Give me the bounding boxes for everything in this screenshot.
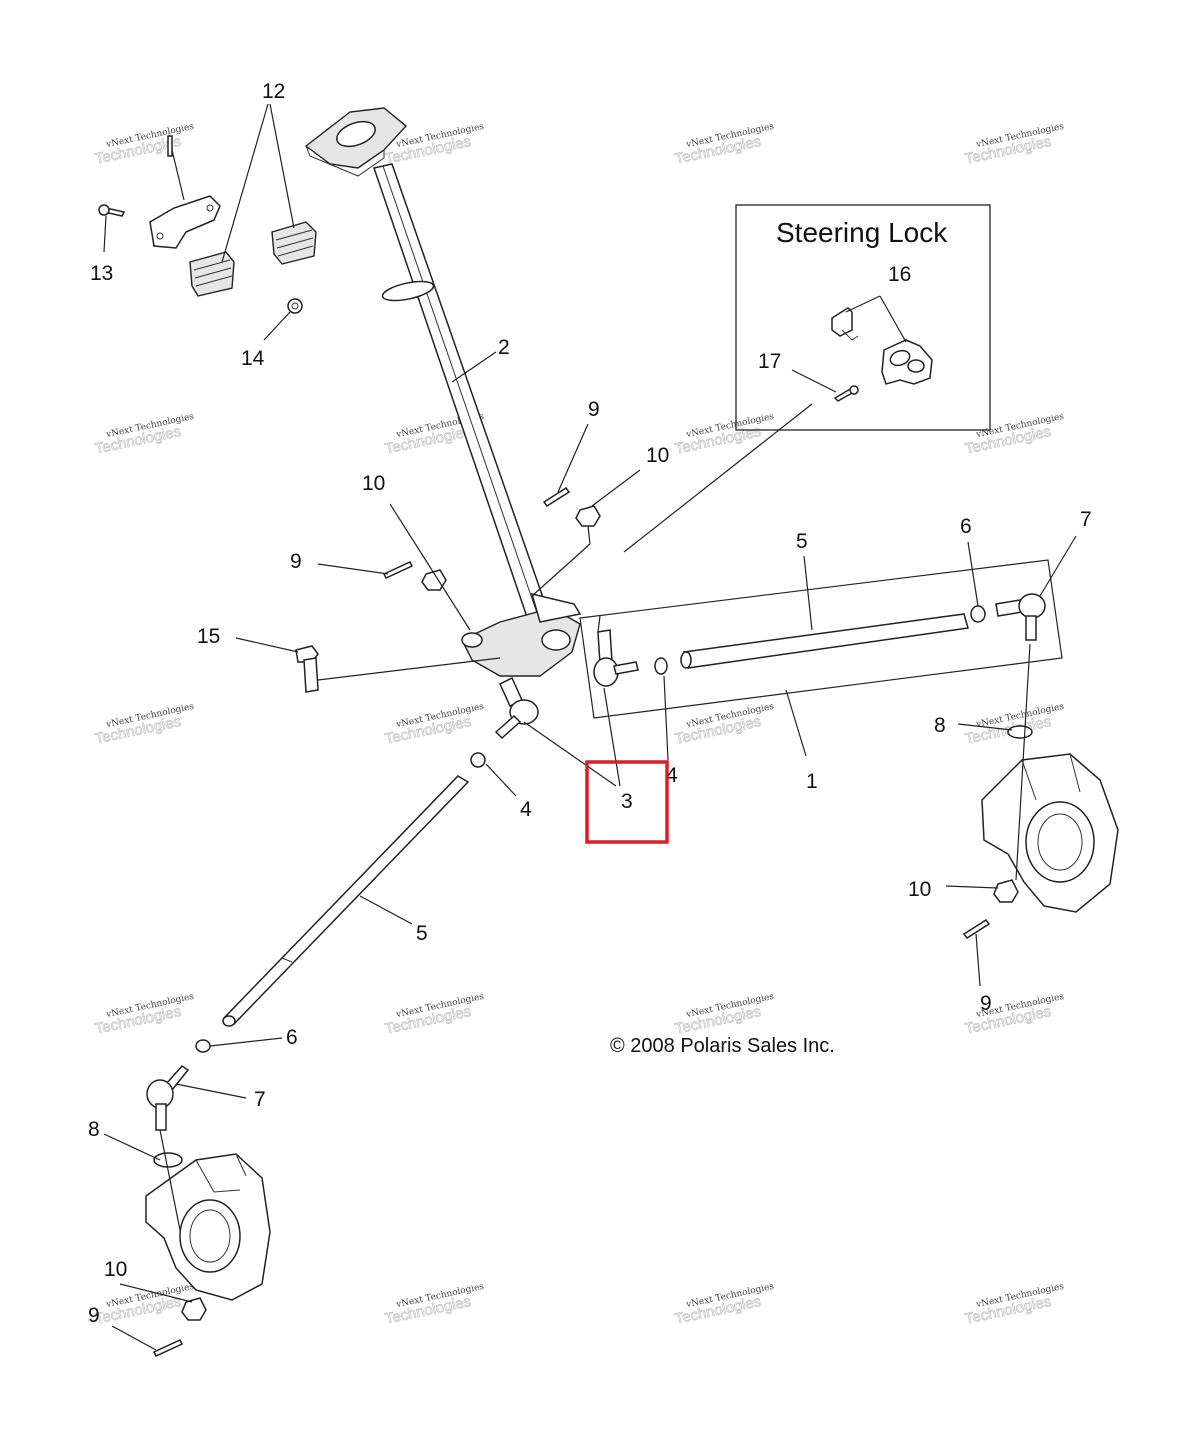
cotter-pin-lower-left xyxy=(152,1339,184,1357)
center-hardware xyxy=(295,486,601,693)
callout-5-main: 5 xyxy=(416,922,428,945)
tie-rod-assembly-inset xyxy=(579,559,1063,719)
callout-6-inset: 6 xyxy=(960,515,972,538)
tie-rod-end-inner-inset xyxy=(593,629,639,687)
nut-14 xyxy=(287,298,303,314)
steering-lock-inset: Steering Lock xyxy=(735,204,991,431)
callout-6-lower: 6 xyxy=(286,1026,298,1049)
callout-8-right: 8 xyxy=(934,714,946,737)
cotter-pin-right xyxy=(962,918,991,940)
callout-10-left: 10 xyxy=(362,472,385,495)
callout-5-inset: 5 xyxy=(796,530,808,553)
bushing-right xyxy=(271,221,317,265)
jam-nut-inset xyxy=(654,657,668,675)
callout-3: 3 xyxy=(621,790,633,813)
callout-2: 2 xyxy=(498,336,510,359)
callout-15: 15 xyxy=(197,625,220,648)
steering-lock-title: Steering Lock xyxy=(776,217,948,248)
copyright-text: © 2008 Polaris Sales Inc. xyxy=(610,1035,835,1057)
callout-4-inset: 4 xyxy=(666,764,678,787)
highlight-box[interactable] xyxy=(585,760,669,844)
callout-4-main: 4 xyxy=(520,798,532,821)
highlighted-callout[interactable]: 3 xyxy=(585,760,669,844)
steering-knuckle-left xyxy=(145,1152,271,1357)
castle-nut-left xyxy=(421,569,447,591)
callout-10-right: 10 xyxy=(908,878,931,901)
callout-10-lower: 10 xyxy=(104,1258,127,1281)
cotter-pin-left xyxy=(382,561,414,579)
callout-13: 13 xyxy=(90,262,113,285)
callout-7-lower: 7 xyxy=(254,1088,266,1111)
tie-rod-inset xyxy=(683,613,969,669)
tie-rod-main xyxy=(222,775,470,1027)
callout-labels: 12 13 14 2 16 17 9 10 10 9 15 5 6 7 8 4 … xyxy=(88,80,1092,1327)
jam-nut-main xyxy=(470,752,486,768)
bracket xyxy=(149,195,221,249)
callout-12: 12 xyxy=(262,80,285,103)
washer-left xyxy=(153,1152,183,1168)
callout-9-left: 9 xyxy=(290,550,302,573)
castle-nut-right xyxy=(993,879,1019,903)
jam-nut-lower xyxy=(195,1039,211,1053)
callout-10-upper: 10 xyxy=(646,444,669,467)
tie-rod-end-lower xyxy=(146,1065,190,1131)
tie-rod-end-inner xyxy=(494,676,539,740)
callout-9-upper: 9 xyxy=(588,398,600,421)
leader-lines xyxy=(103,103,1077,1351)
washer-right xyxy=(1007,725,1033,739)
upper-left-hardware xyxy=(98,135,317,314)
tie-rod-end-outer xyxy=(995,593,1046,641)
castle-nut-upper xyxy=(575,505,601,527)
callout-14: 14 xyxy=(241,347,265,370)
callout-17: 17 xyxy=(758,350,781,373)
cotter-pin-upper xyxy=(542,486,571,508)
callout-9-lower: 9 xyxy=(88,1304,100,1327)
bushing-left xyxy=(189,251,235,297)
callout-16: 16 xyxy=(888,263,911,286)
castle-nut-lower-left xyxy=(181,1297,207,1321)
callout-7-right: 7 xyxy=(1080,508,1092,531)
callout-9-right: 9 xyxy=(980,992,992,1015)
steering-column-assembly xyxy=(304,107,582,677)
callout-8-lower: 8 xyxy=(88,1118,100,1141)
callout-1: 1 xyxy=(806,770,818,793)
steering-knuckle-right xyxy=(962,725,1119,940)
lock-key xyxy=(831,307,853,337)
jam-nut-outer xyxy=(970,605,986,623)
